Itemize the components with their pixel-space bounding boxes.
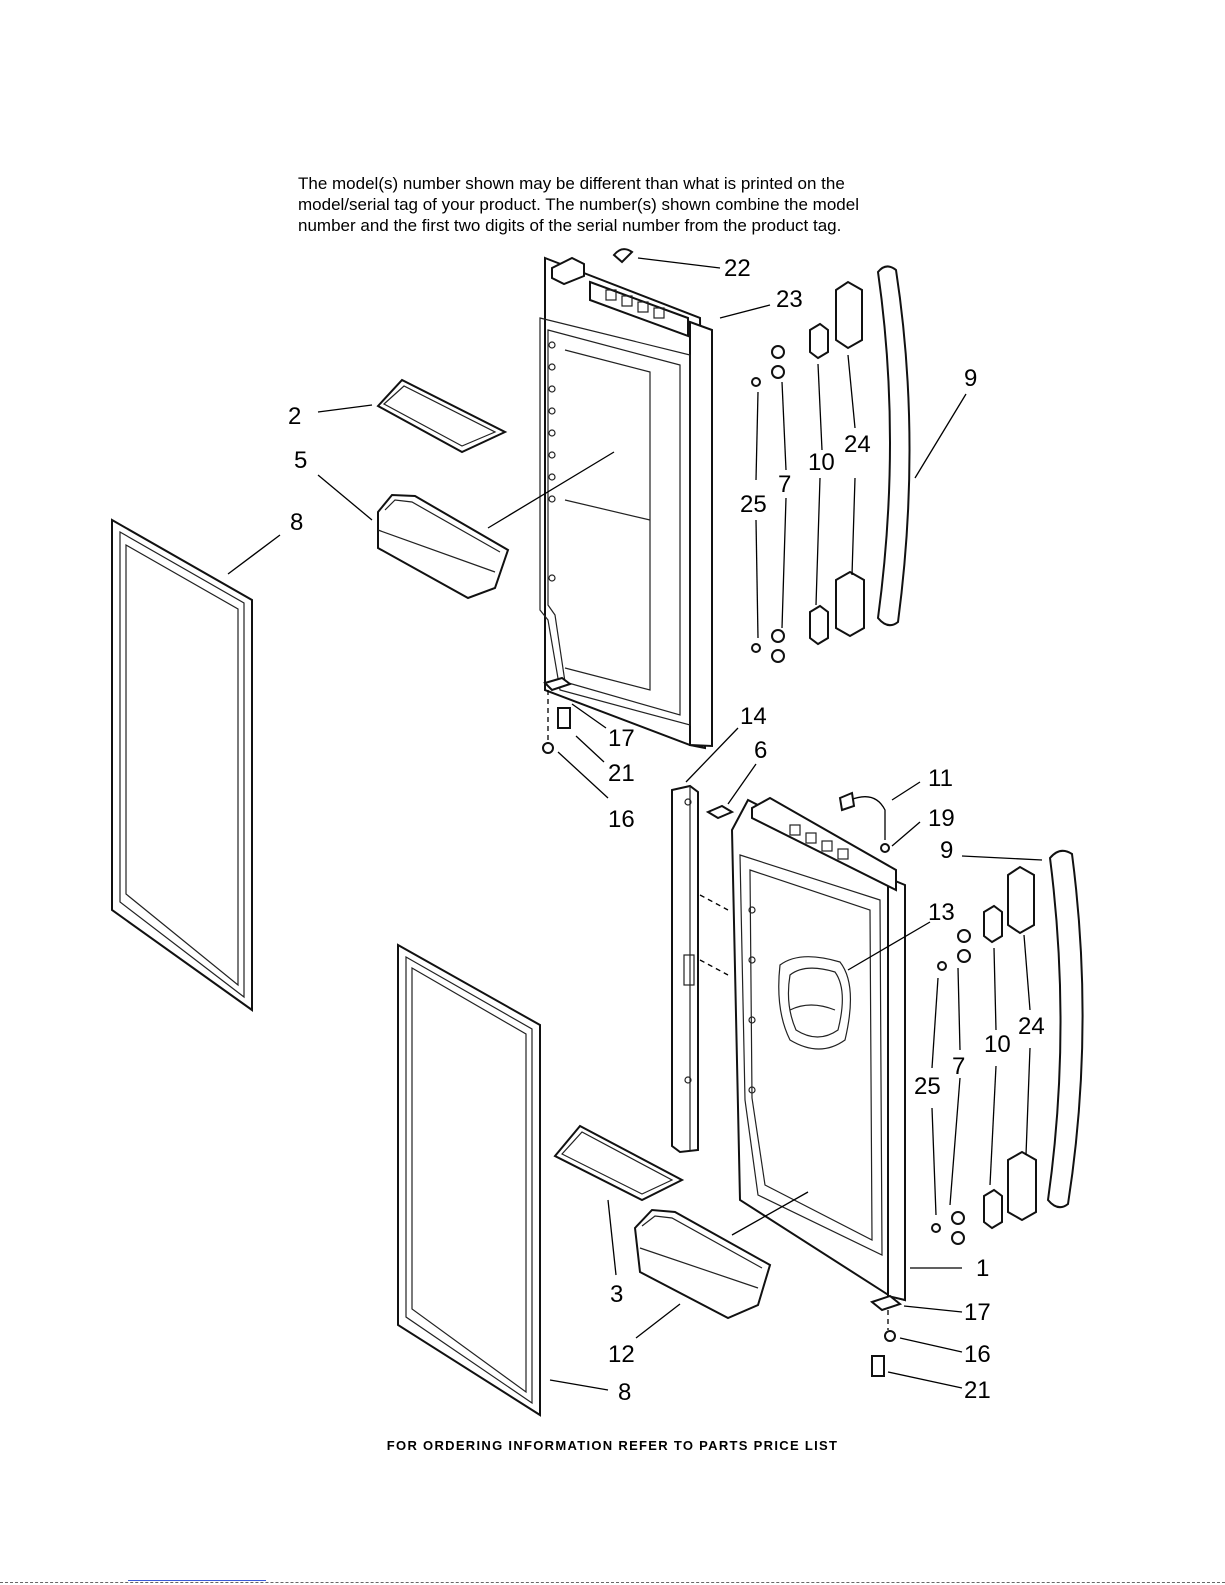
callout-9-lower: 9 xyxy=(940,837,953,864)
callout-6: 6 xyxy=(754,737,767,764)
callout-14: 14 xyxy=(740,703,767,730)
callout-9-upper: 9 xyxy=(964,365,977,392)
callout-7-upper: 7 xyxy=(778,471,791,498)
callout-17-upper: 17 xyxy=(608,725,635,752)
callout-23: 23 xyxy=(776,286,803,313)
callout-21-upper: 21 xyxy=(608,760,635,787)
lower-handle-mount-bottom xyxy=(1007,1150,1037,1222)
right-door-gasket xyxy=(397,943,541,1417)
upper-bracket-top xyxy=(809,322,829,360)
center-mullion xyxy=(671,784,699,1154)
left-fresh-food-door xyxy=(539,256,713,750)
note-line-2: model/serial tag of your product. The nu… xyxy=(298,195,859,214)
upper-door-hinge-parts xyxy=(542,676,573,754)
page-bottom-link-rule xyxy=(128,1580,266,1581)
upper-door-handle xyxy=(876,265,911,627)
callout-8-lower: 8 xyxy=(618,1379,631,1406)
upper-bracket-bottom xyxy=(809,604,829,646)
lower-handle-mount-top xyxy=(1007,865,1035,935)
part-22-cap xyxy=(612,248,634,264)
callout-24-upper: 24 xyxy=(844,431,871,458)
callout-5: 5 xyxy=(294,447,307,474)
callout-21-lower: 21 xyxy=(964,1377,991,1404)
callout-25-lower: 25 xyxy=(914,1073,941,1100)
note-line-1: The model(s) number shown may be differe… xyxy=(298,174,845,193)
lower-bracket-top xyxy=(983,904,1003,944)
lower-door-shelf xyxy=(553,1124,685,1202)
part-19-clip xyxy=(880,843,890,853)
callout-3: 3 xyxy=(610,1281,623,1308)
callout-8-upper: 8 xyxy=(290,509,303,536)
upper-door-shelf xyxy=(376,378,508,454)
callout-numbers: 22 23 2 5 8 9 24 10 7 25 17 21 16 14 6 1… xyxy=(288,255,1045,1406)
right-dispenser-door xyxy=(730,796,907,1302)
part-6-screw xyxy=(705,804,735,820)
leader-lines xyxy=(227,257,1043,1391)
upper-screws xyxy=(751,345,785,663)
model-number-note: The model(s) number shown may be differe… xyxy=(298,173,938,236)
callout-13: 13 xyxy=(928,899,955,926)
callout-2: 2 xyxy=(288,403,301,430)
callout-16-upper: 16 xyxy=(608,806,635,833)
callout-19: 19 xyxy=(928,805,955,832)
callout-17-lower: 17 xyxy=(964,1299,991,1326)
callout-16-lower: 16 xyxy=(964,1341,991,1368)
callout-11: 11 xyxy=(928,765,953,792)
callout-24-lower: 24 xyxy=(1018,1013,1045,1040)
lower-door-hinge-parts xyxy=(869,1294,903,1377)
callout-1: 1 xyxy=(976,1255,989,1282)
callout-10-upper: 10 xyxy=(808,449,835,476)
callout-25-upper: 25 xyxy=(740,491,767,518)
callout-7-lower: 7 xyxy=(952,1053,965,1080)
callout-22: 22 xyxy=(724,255,751,282)
note-line-3: number and the first two digits of the s… xyxy=(298,216,842,235)
ordering-info-footer: FOR ORDERING INFORMATION REFER TO PARTS … xyxy=(386,1438,839,1453)
callout-12: 12 xyxy=(608,1341,635,1368)
upper-handle-mount-top xyxy=(835,280,863,350)
lower-door-bin xyxy=(633,1208,772,1320)
callout-10-lower: 10 xyxy=(984,1031,1011,1058)
page-bottom-rule xyxy=(0,1582,1225,1583)
lower-screws xyxy=(931,929,971,1245)
upper-door-bin xyxy=(377,493,510,600)
lower-door-handle xyxy=(1046,849,1084,1209)
left-door-gasket xyxy=(111,518,253,1012)
upper-handle-mount-bottom xyxy=(835,570,865,638)
part-11-water-tube xyxy=(849,796,886,840)
lower-bracket-bottom xyxy=(983,1188,1003,1230)
